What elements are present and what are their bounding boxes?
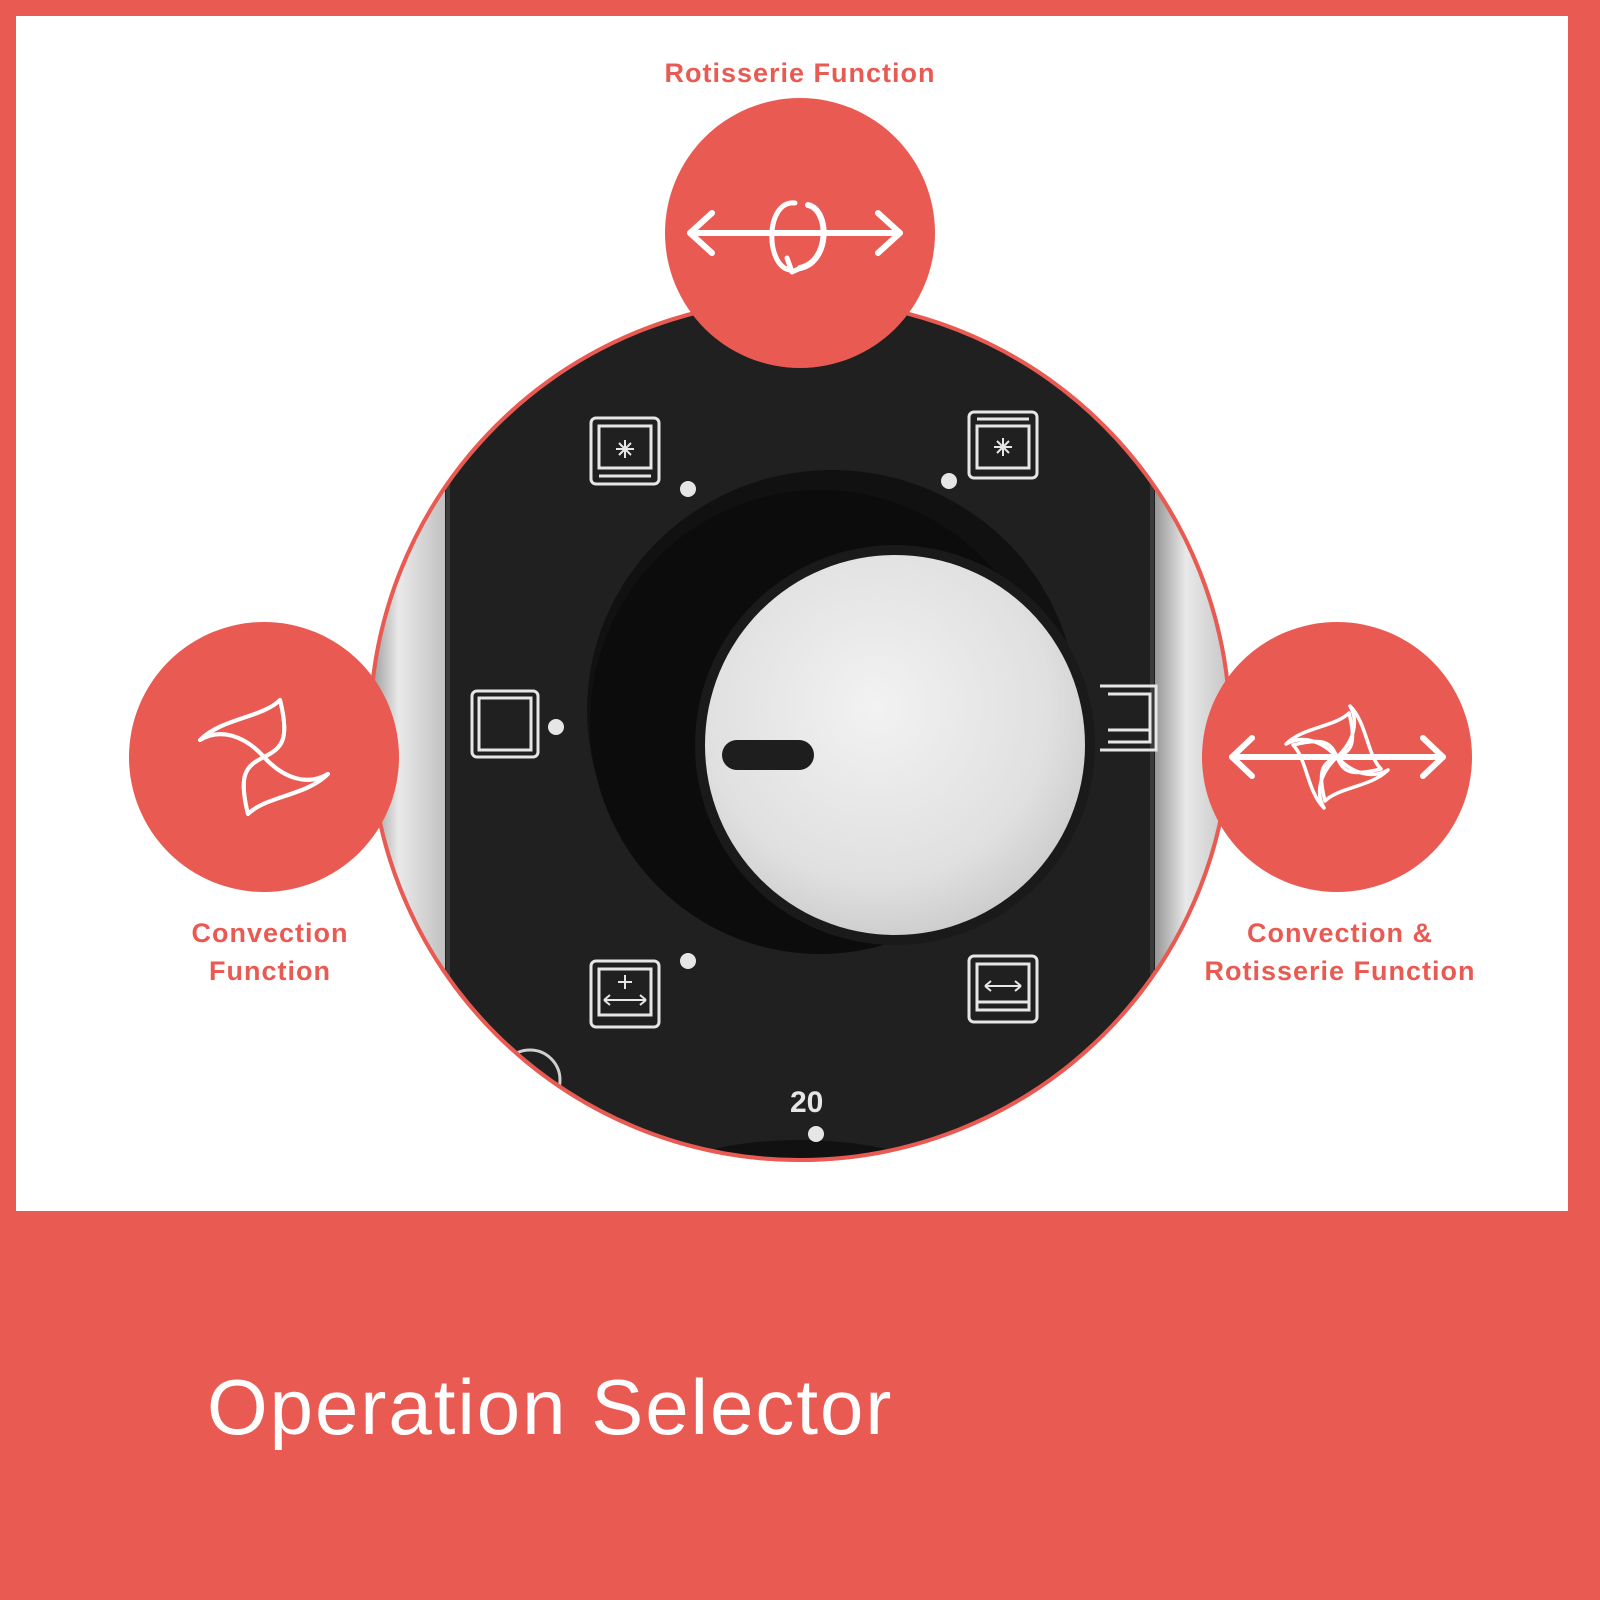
symbol-fan-upper	[967, 410, 1039, 480]
indicator-dots	[548, 473, 957, 1142]
function-symbols	[470, 410, 1158, 1029]
symbol-convection-upper	[589, 416, 661, 486]
convection-rotisserie-caption: Convection & Rotisserie Function	[1160, 915, 1520, 991]
symbol-rotisserie	[967, 954, 1039, 1024]
convection-caption-line2: Function	[209, 955, 331, 986]
knob-pointer	[722, 740, 814, 770]
convection-caption-line1: Convection	[191, 918, 349, 948]
rotisserie-icon	[687, 200, 903, 275]
convection-caption: Convection Function	[120, 915, 420, 991]
footer-banner	[0, 1211, 1568, 1600]
convection-rotisserie-icon	[1229, 704, 1446, 810]
rotisserie-badge	[665, 98, 935, 368]
selector-knob[interactable]	[587, 470, 1095, 954]
symbol-convection-rotisserie	[589, 959, 661, 1029]
convection-rotisserie-badge	[1202, 622, 1472, 892]
symbol-off	[470, 689, 540, 759]
timer-mark: 20	[790, 1086, 824, 1119]
symbol-heat	[1100, 684, 1158, 752]
convection-fan-icon	[198, 698, 330, 816]
rotisserie-caption: Rotisserie Function	[664, 58, 936, 88]
convection-rotisserie-caption-line2: Rotisserie Function	[1204, 955, 1476, 986]
convection-rotisserie-caption-line1: Convection &	[1246, 918, 1433, 948]
convection-badge	[129, 622, 399, 892]
footer-title: Operation Selector	[207, 1363, 894, 1451]
